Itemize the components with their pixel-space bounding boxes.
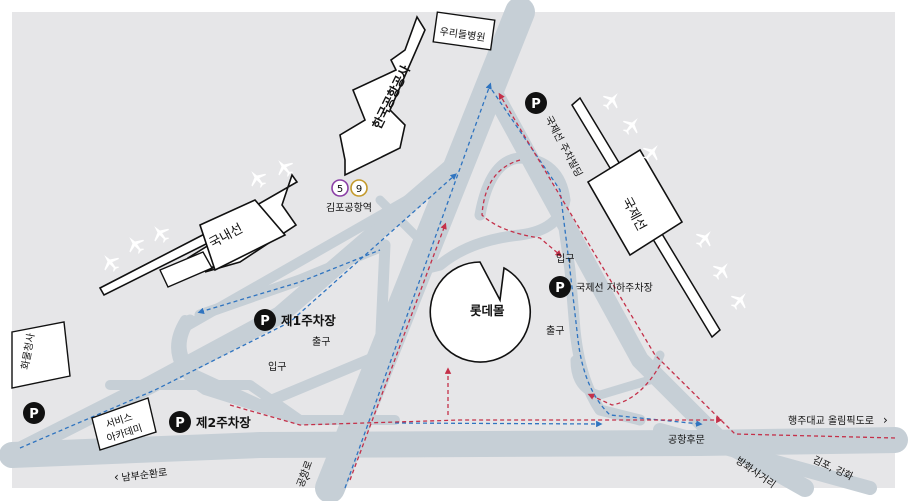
woori-hospital: 우리들병원 [432,11,496,51]
arrow-down-icon: ‹ [300,474,315,483]
blue-route-intl [491,89,703,427]
road-bottom [0,427,908,468]
international-terminal: 국제선 [571,96,721,339]
red-route-intl-loop [587,364,661,406]
road-small-link [375,195,425,245]
parking-p: P [555,281,565,296]
road-intl-parking-loop [554,194,646,426]
domestic-terminal: 국내선 [98,173,299,297]
parking-icon [549,276,571,298]
line5-badge [331,179,349,197]
cargo-shape [11,321,71,389]
road-lot2-link [105,380,305,425]
parking-icon [525,92,547,114]
domestic-lower [159,251,213,288]
cargo-building: 화물청사 [11,321,71,389]
service-academy: 서비스 아카데미 [91,397,157,451]
parking-lot-1: P 제1주차장 [254,309,336,331]
red-route-main [498,92,896,439]
blue-route-domestic [19,173,457,449]
arrow-left-icon: ‹ [114,470,119,484]
olympic-road-label: 행주대교 올림픽도로 [788,415,874,427]
parking-cargo: P [23,402,45,424]
nambu-road-label: 남부순환로 [121,466,168,484]
parking-lot-2: P 제2주차장 [169,411,251,433]
service-shape [91,397,157,451]
parking-p: P [531,97,541,112]
red-route [229,92,896,481]
road-domestic [3,151,469,464]
parking-p: P [29,407,39,422]
parking-p: P [260,314,270,329]
road-intl-parking-inner [570,350,665,400]
lotte-shape [429,261,532,363]
intl-underground-label: 국제선 지하주차장 [576,281,653,294]
red-route-lotte-loop [481,159,562,257]
parking-p: P [175,416,185,431]
intl-exit-label: 출구 [546,325,564,337]
red-route-bottom [229,404,723,426]
kac-shape [339,15,426,177]
red-route-diagonal [349,222,447,481]
subway-station: 5 9 김포공항역 [326,179,372,214]
parking-icon [254,309,276,331]
arrow-right-icon: › [883,413,888,427]
parking-icon [169,411,191,433]
parking-intl-underground: P 국제선 지하주차장 [549,276,653,298]
blue-route-main [344,82,492,489]
lotte-label: 롯데몰 [470,303,505,318]
blue-route-lot1 [197,249,381,314]
blue-route [19,82,703,489]
line9-badge [350,179,368,197]
lotte-mall: 롯데몰 [429,261,532,363]
lot2-label: 제2주차장 [196,415,251,430]
intl-entrance-label: 입구 [556,252,574,265]
parking-icon [23,402,45,424]
station-name: 김포공항역 [326,202,372,214]
blue-route-bottom [394,420,603,428]
lot1-label: 제1주차장 [281,313,336,328]
intl-main [586,148,684,257]
back-gate-label: 공항후문 [668,434,705,446]
domestic-main [199,199,287,272]
lot1-entrance-label: 입구 [268,360,286,373]
line5-number: 5 [337,184,343,195]
road-gimpo [653,423,877,495]
woori-shape [432,11,496,51]
lot1-exit-label: 출구 [312,336,330,348]
line9-number: 9 [356,184,362,195]
